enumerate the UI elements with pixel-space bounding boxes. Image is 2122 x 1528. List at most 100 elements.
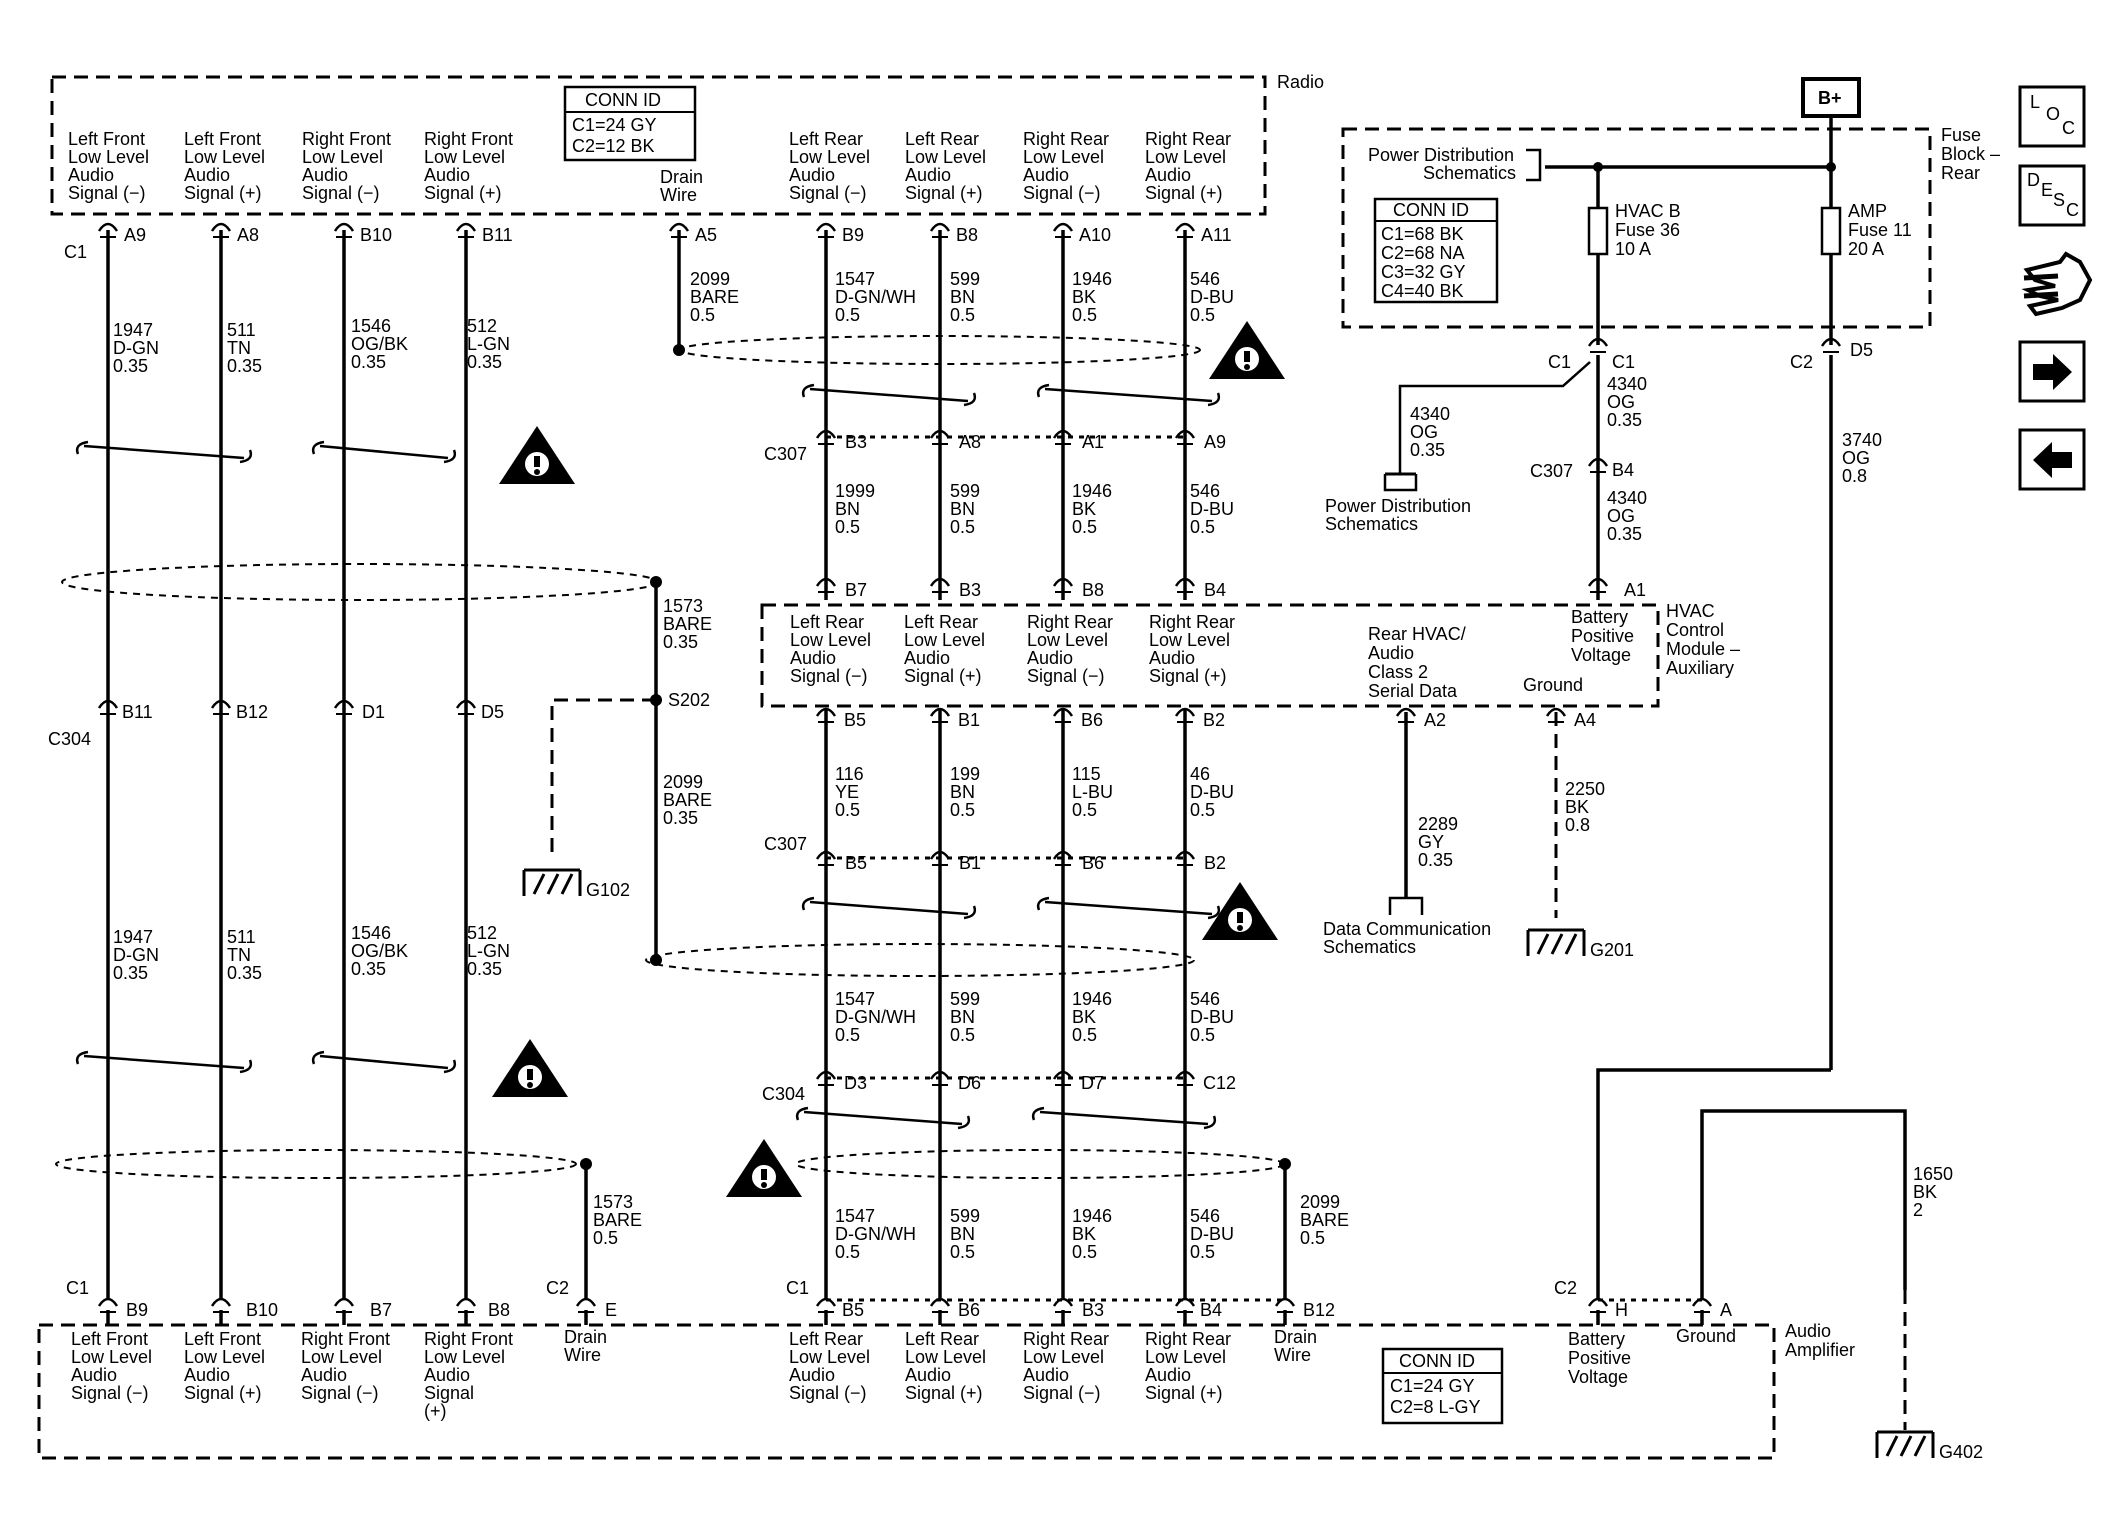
twisted-pair-mark [1036,383,1050,398]
wire-label: BARE [663,790,712,810]
loc-button[interactable]: L O C [2018,85,2086,148]
wire-label: L-GN [467,941,510,961]
amp-conn-id: CONN ID C1=24 GY C2=8 L-GY [1381,1347,1504,1425]
back-arrow-button[interactable] [2018,428,2086,491]
connector-terminal [929,1297,951,1307]
connector-terminal [1052,222,1074,232]
wire-label: OG [1842,448,1870,468]
svg-text:CONN ID: CONN ID [1399,1351,1475,1371]
wire-label: 2099 [1300,1192,1340,1212]
amp-signal-label: Right Front [424,1329,513,1349]
wire-label: 546 [1190,481,1220,501]
wire-label: 0.5 [593,1228,618,1248]
next-arrow-button[interactable] [2018,340,2086,403]
radio-signal-label: Low Level [789,147,870,167]
connector-view-icon[interactable] [2021,251,2093,317]
connector-terminal [929,577,951,587]
wire-label: BN [950,782,975,802]
ground-hatch [1913,1435,1927,1457]
amp-signal-label: Audio [184,1365,230,1385]
amp-signal-label: Signal [424,1383,474,1403]
radio-signal-label: Signal (+) [1145,183,1223,203]
wire-label: 0.5 [1072,517,1097,537]
wire-label: D-GN/WH [835,1224,916,1244]
connector-terminal [333,1297,355,1307]
wire-label: 0.35 [113,963,148,983]
hvac-signal-label: Left Rear [790,612,864,632]
connector-terminal [1174,429,1196,439]
schematic-ref-bracket [1383,474,1418,492]
wire-label: OG [1607,392,1635,412]
wire-label: 0.5 [835,517,860,537]
ground-wire [1700,1109,1907,1300]
wire-label: 1573 [593,1192,633,1212]
radio-pin: A9 [124,225,146,245]
amp-signal-label: Low Level [1145,1347,1226,1367]
connector-terminal [1052,1070,1074,1080]
amp-signal-label: Wire [564,1345,601,1365]
wire-label: 0.35 [227,356,262,376]
connector-terminal [1174,850,1196,860]
wire-label: OG/BK [351,941,408,961]
connector-terminal [815,1297,837,1307]
twisted-pair-mark [809,900,969,916]
radio-signal-label: Low Level [302,147,383,167]
desc-button[interactable]: D E S C [2018,164,2086,227]
connector-terminal [1174,707,1196,717]
wire-label: BN [835,499,860,519]
wire-label: 1547 [835,1206,875,1226]
svg-text:Fuse 36: Fuse 36 [1615,220,1680,240]
radio-signal-label: Right Front [302,129,391,149]
conn-id-line: C2=12 BK [572,136,655,156]
connector-id: C1 [1548,352,1571,372]
amp-signal-label: Low Level [301,1347,382,1367]
hvac-signal-label: Low Level [1027,630,1108,650]
data-comm-ref-label: Data Communication [1323,919,1491,939]
radio-signal-label: Signal (−) [789,183,867,203]
radio-pin: A11 [1201,225,1232,245]
wire-label: 0.5 [1190,1025,1215,1045]
hvac-signal-label: Right Rear [1027,612,1113,632]
power-wire [1596,1068,1831,1300]
warning-mark [534,469,540,475]
svg-text:CONN ID: CONN ID [1393,200,1469,220]
wire-label: 116 [835,764,864,784]
amp-signal-label: Right Rear [1145,1329,1231,1349]
wire-label: D-GN/WH [835,1007,916,1027]
wire-label: 1650 [1913,1164,1953,1184]
twisted-pair-mark [319,444,449,460]
audio-amplifier: Audio Amplifier CONN ID C1=24 GY C2=8 L-… [37,1321,1855,1460]
hvac-control-module: HVAC Control Module – Auxiliary Left Rea… [760,601,1740,708]
svg-text:Ground: Ground [1523,675,1583,695]
svg-text:D: D [2027,170,2040,190]
wire-label: 0.5 [950,1242,975,1262]
twisted-pair-mark [1036,896,1050,911]
radio-pin: A10 [1079,225,1111,245]
wire-label: BK [1072,1224,1096,1244]
pin-label: D6 [958,1073,981,1093]
wire-label: TN [227,338,251,358]
warning-icon [1209,321,1285,379]
amp-signal-label: Audio [1145,1365,1191,1385]
data-comm-ref-label: Schematics [1323,937,1416,957]
pin-label: E [605,1300,617,1320]
wire-label: 0.35 [663,808,698,828]
svg-text:C1=68 BK: C1=68 BK [1381,224,1464,244]
wire-label: 1946 [1072,989,1112,1009]
connector-terminal [1587,577,1609,587]
connector-id: C1 [786,1278,809,1298]
ground-label: G402 [1939,1442,1983,1462]
wire-label: BK [1072,287,1096,307]
radio-signal-label: Left Front [184,129,261,149]
pin-label: C12 [1203,1073,1236,1093]
radio-signal-label: Audio [905,165,951,185]
amp-signal-label: Signal (−) [1023,1383,1101,1403]
radio-pin: B10 [360,225,392,245]
wire-label: 0.35 [351,352,386,372]
wire-label: 1947 [113,320,153,340]
wire-label: BARE [690,287,739,307]
radio-signal-label: Drain [660,167,703,187]
svg-text:Module –: Module – [1666,639,1740,659]
connector-terminal [1587,1297,1609,1307]
connector-terminal [1587,457,1609,467]
